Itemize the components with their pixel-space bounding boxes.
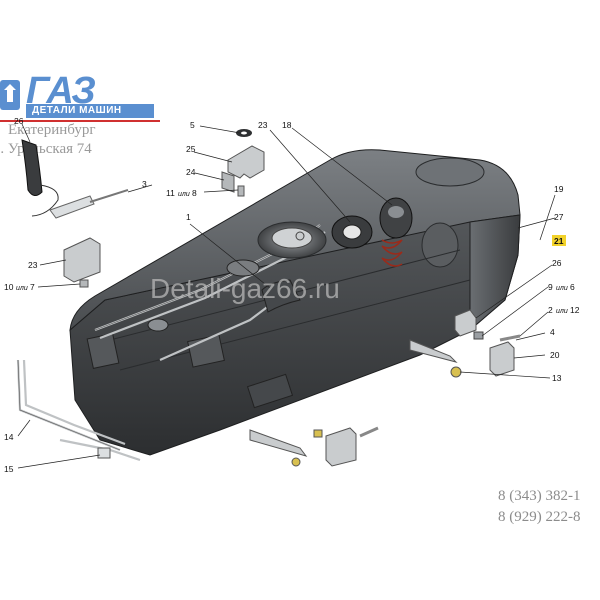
svg-text:или: или	[556, 285, 568, 292]
callout-9-or-6: 9 или 6	[548, 282, 575, 292]
tank-top-dome	[415, 157, 485, 187]
gaz-logo: ГАЗ ДЕТАЛИ МАШИН	[0, 70, 160, 122]
bolt-10	[79, 279, 89, 288]
svg-text:6: 6	[570, 282, 575, 292]
callout-3: 3	[142, 179, 147, 189]
bolt-9	[473, 331, 484, 340]
cable-25	[31, 184, 59, 217]
callout-24: 25	[186, 144, 196, 154]
watermark-phone-2: 8 (929) 222-8	[498, 509, 581, 525]
callout-16: 18	[282, 120, 292, 130]
tank-end-bulge	[421, 222, 459, 268]
gaz-deer-icon	[0, 80, 20, 110]
callout-15: 15	[4, 464, 14, 474]
spring-coil	[381, 239, 403, 267]
lock-ring	[379, 197, 413, 239]
tank-rib	[119, 279, 471, 371]
tank-end-face	[469, 214, 521, 332]
clamp-26	[454, 309, 477, 337]
callout-1: 1	[186, 212, 191, 222]
svg-text:9: 9	[548, 282, 553, 292]
logo-underline	[0, 120, 160, 122]
callout-23: 24	[186, 167, 196, 177]
strap-bottom	[249, 429, 308, 457]
bolt-2	[499, 334, 521, 342]
callout-25: 26	[14, 116, 24, 126]
clip-15	[97, 447, 111, 459]
svg-text:11: 11	[166, 188, 175, 198]
bolt-bottom	[291, 426, 379, 467]
callout-20-highlight	[552, 235, 566, 246]
callout-13: 13	[552, 373, 562, 383]
bracket-22	[63, 237, 101, 283]
callout-26: 26	[552, 258, 562, 268]
callout-2-or-12: 2 или 12	[548, 305, 580, 315]
flange-ring	[331, 215, 373, 249]
bracket-23	[221, 171, 235, 193]
svg-text:или: или	[16, 285, 28, 292]
callout-4: 4	[550, 327, 555, 337]
callout-21: 23	[258, 120, 268, 130]
svg-text:или: или	[556, 308, 568, 315]
bracket-bottom	[325, 427, 357, 467]
svg-text:10: 10	[4, 282, 14, 292]
svg-text:2: 2	[548, 305, 553, 315]
callout-10-or-7: 10 или 7	[4, 282, 35, 292]
callout-14: 14	[4, 432, 14, 442]
svg-text:8: 8	[192, 188, 197, 198]
tank-mount-pad	[246, 373, 294, 409]
logo-bar	[26, 104, 154, 118]
logo-subtitle: ДЕТАЛИ МАШИН	[32, 105, 122, 116]
callout-22: 23	[28, 260, 38, 270]
callout-5: 5	[190, 120, 195, 130]
strap-right	[409, 339, 458, 363]
svg-text:12: 12	[570, 305, 580, 315]
watermark-city: Екатеринбург	[8, 122, 96, 138]
bracket-24	[227, 145, 265, 179]
filler-neck	[147, 259, 301, 332]
washer	[236, 129, 252, 137]
leader-lines	[17, 123, 556, 469]
callout-27: 27	[554, 212, 564, 222]
bracket-19	[489, 341, 515, 377]
callout-11-or-8: 11 или 8	[166, 188, 197, 198]
callout-20: 21	[554, 236, 564, 246]
tank-mount-pad	[86, 333, 120, 369]
callout-19: 20	[550, 350, 560, 360]
watermark-phone-1: 8 (343) 382-1	[498, 488, 581, 504]
watermark-site: Detali-gaz66.ru	[150, 273, 340, 304]
bolt-11	[237, 185, 245, 197]
clip-3	[49, 189, 129, 219]
nut-13	[450, 366, 462, 378]
svg-text:или: или	[178, 191, 190, 198]
callout-labels: 5 25 24 11 или 8 23 18 1 3 26 23 10 или …	[4, 116, 580, 474]
svg-text:19: 19	[554, 184, 564, 194]
fuel-pump-module	[257, 221, 327, 259]
hose-25	[21, 139, 43, 196]
svg-text:7: 7	[30, 282, 35, 292]
callout-18-option: 19	[554, 184, 564, 194]
